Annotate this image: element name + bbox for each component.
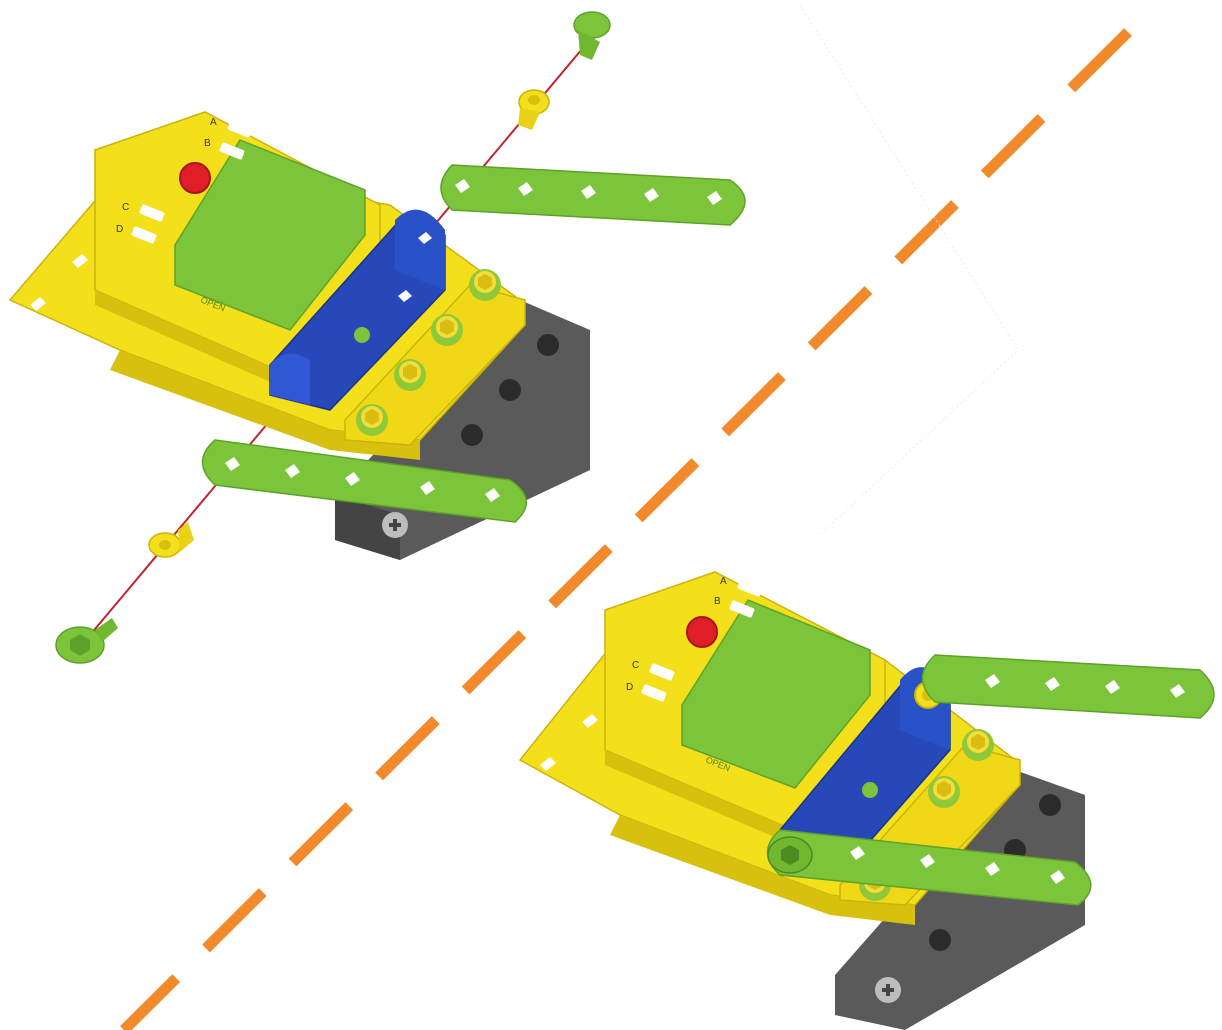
port-label-b: B: [204, 138, 211, 149]
bracket-pin: [354, 327, 370, 343]
green-beam-bottom: [201, 439, 527, 523]
bolt-top: [573, 11, 611, 60]
yellow-post-plate: [344, 269, 526, 446]
port-slot: [641, 684, 667, 702]
hex-nut: [962, 729, 994, 761]
block-hole: [499, 379, 521, 401]
hex-nut: [469, 269, 501, 301]
beam-hole: [920, 854, 935, 868]
port-label-c: C: [632, 660, 639, 671]
washer-bottom: [148, 522, 194, 558]
port-label-a: A: [210, 117, 217, 128]
port-label-c: C: [122, 202, 129, 213]
plate-slot: [582, 714, 598, 728]
port-label-b: B: [714, 596, 721, 607]
battery-cover: [174, 139, 366, 331]
beam-hole: [1170, 684, 1185, 698]
block-hole: [537, 334, 559, 356]
exploded-view: OPEN A B C D: [8, 11, 746, 664]
beam-hole: [345, 472, 360, 486]
blue-bracket: [269, 209, 446, 411]
port-slot: [139, 204, 165, 222]
beam-hole: [285, 464, 300, 478]
beam-hole: [485, 488, 500, 502]
beam-hole: [985, 674, 1000, 688]
bracket-pin: [862, 782, 878, 798]
bolt-bottom: [55, 618, 118, 664]
beam-hole: [518, 182, 533, 196]
port-label-d: D: [116, 224, 123, 235]
green-beam-bottom: [766, 829, 1092, 906]
hex-nut: [394, 359, 426, 391]
beam-hole: [1045, 677, 1060, 691]
beam-hole: [1105, 680, 1120, 694]
port-slot: [737, 579, 763, 597]
hex-nut: [431, 314, 463, 346]
bolt-head: [767, 836, 813, 874]
beam-hole: [455, 179, 470, 193]
hex-nut: [928, 776, 960, 808]
beam-hole: [225, 457, 240, 471]
plate-slot: [30, 297, 46, 311]
beam-hole: [644, 188, 659, 202]
background-guide: [799, 4, 1019, 536]
block-hole: [929, 929, 951, 951]
port-slot: [219, 142, 245, 160]
bracket-slot: [398, 290, 412, 302]
battery-cover: [681, 599, 871, 789]
port-slot: [131, 226, 157, 244]
power-button: [686, 616, 718, 648]
beam-hole: [707, 191, 722, 205]
beam-hole: [850, 846, 865, 860]
block-hole: [461, 424, 483, 446]
plate-slot: [72, 254, 88, 268]
washer-top: [518, 89, 550, 130]
battery-box: OPEN A B C D: [604, 571, 886, 850]
assembled-view: OPEN A B C D: [518, 571, 1215, 1030]
port-slot: [729, 600, 755, 618]
bracket-slot: [418, 232, 432, 244]
hex-nut: [356, 404, 388, 436]
beam-hole: [581, 185, 596, 199]
battery-box: OPEN A B C D: [94, 111, 381, 395]
green-beam-top: [440, 164, 746, 226]
port-slot: [227, 120, 253, 138]
port-label-a: A: [720, 576, 727, 587]
plate-slot: [540, 757, 556, 771]
beam-hole: [420, 481, 435, 495]
power-button: [179, 162, 211, 194]
block-hole: [1039, 794, 1061, 816]
port-label-d: D: [626, 682, 633, 693]
green-beam-top: [921, 654, 1215, 719]
beam-hole: [1050, 870, 1065, 884]
beam-hole: [985, 862, 1000, 876]
port-slot: [649, 663, 675, 681]
